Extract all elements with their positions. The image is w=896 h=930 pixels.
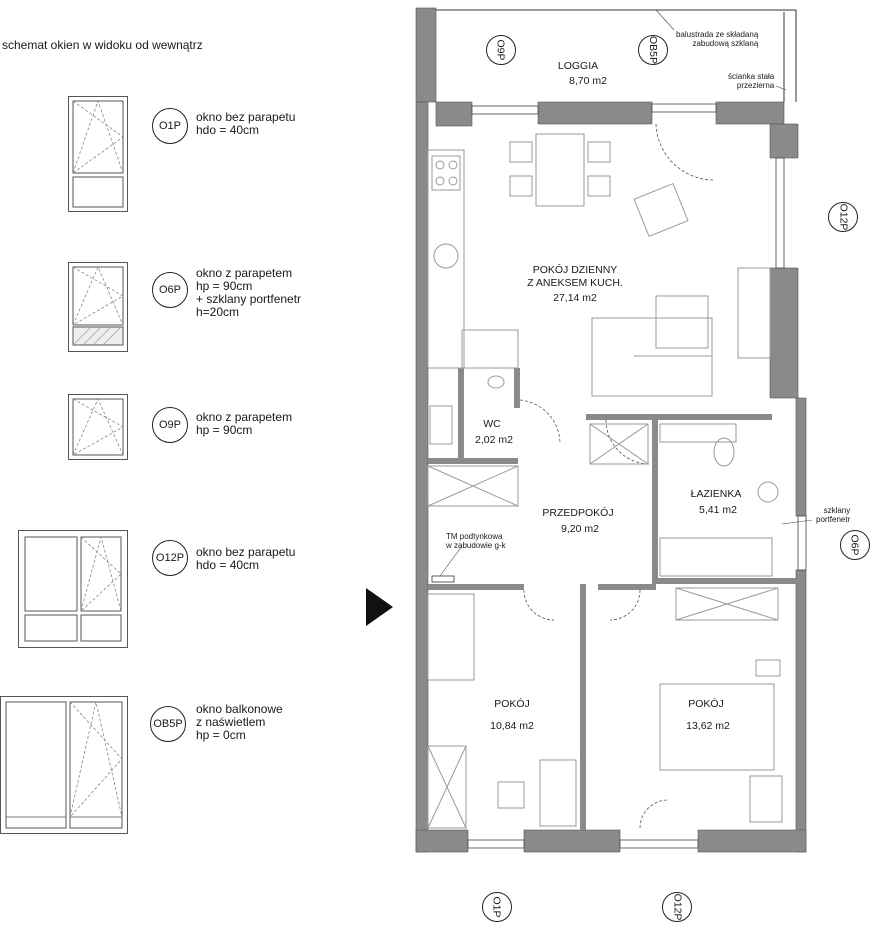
- window-o6p-sketch: [68, 262, 128, 352]
- plan-tag-o12p-right: O12P: [828, 202, 858, 232]
- legend-tag-o6p: O6P: [152, 272, 188, 308]
- window-ob5p-sketch: [0, 696, 128, 834]
- room-2-name: POKÓJ: [688, 698, 724, 710]
- legend-tag-o12p: O12P: [152, 540, 188, 576]
- partitions: [428, 368, 800, 830]
- loggia-outline: [436, 9, 797, 102]
- legend-title: schemat okien w widoku od wewnątrz: [2, 38, 203, 52]
- room-wc-area: 2,02 m2: [475, 434, 513, 446]
- plan-tag-o9p: O9P: [486, 35, 516, 65]
- plan-tag-o1p: O1P: [482, 892, 512, 922]
- note-balustrade: balustrada ze składaną zabudową szklaną: [676, 30, 759, 48]
- legend-desc-o12p: okno bez parapetu hdo = 40cm: [196, 545, 296, 572]
- legend-desc-o6p: okno z parapetem hp = 90cm + szklany por…: [196, 266, 302, 319]
- room-living-area: 27,14 m2: [553, 292, 597, 304]
- room-bathroom-name: ŁAZIENKA: [690, 488, 742, 500]
- legend-tag-o1p: O1P: [152, 108, 188, 144]
- tm-box: [431, 575, 455, 583]
- room-hall-name: PRZEDPOKÓJ: [542, 507, 614, 519]
- plan-tag-ob5p: OB5P: [638, 35, 668, 65]
- note-portfenetr: szklany portfenetr: [816, 506, 851, 524]
- legend-desc-o1p: okno bez parapetu hdo = 40cm: [196, 110, 296, 137]
- legend-desc-ob5p: okno balkonowe z naświetlem hp = 0cm: [196, 702, 283, 742]
- window-o1p-sketch: [68, 96, 128, 212]
- legend-desc-o9p: okno z parapetem hp = 90cm: [196, 410, 293, 437]
- furniture: [427, 133, 783, 829]
- note-tm: TM podtynkowa w zabudowie g-k: [446, 532, 506, 550]
- window-o12p-sketch: [18, 530, 128, 648]
- window-o9p-sketch: [68, 394, 128, 460]
- legend-tag-ob5p: OB5P: [150, 706, 186, 742]
- plan-tag-o6p: O6P: [840, 530, 870, 560]
- room-living-name: POKÓJ DZIENNY Z ANEKSEM KUCH.: [527, 264, 623, 289]
- note-leaders: [439, 9, 813, 577]
- room-1-name: POKÓJ: [494, 698, 530, 710]
- room-loggia-area: 8,70 m2: [569, 75, 607, 87]
- room-loggia-name: LOGGIA: [557, 60, 599, 72]
- window-frames: [467, 103, 807, 849]
- door-swings: [519, 123, 715, 829]
- room-1-area: 10,84 m2: [490, 720, 534, 732]
- legend-tag-o9p: O9P: [152, 407, 188, 443]
- room-2-area: 13,62 m2: [686, 720, 730, 732]
- note-partition: ścianka stała przezierna: [728, 72, 775, 90]
- walls: [415, 7, 807, 853]
- plan-tag-o12p-bottom: O12P: [662, 892, 692, 922]
- room-wc-name: WC: [483, 418, 501, 430]
- room-hall-area: 9,20 m2: [561, 523, 599, 535]
- room-bathroom-area: 5,41 m2: [699, 504, 737, 516]
- direction-arrow-icon: [366, 588, 393, 626]
